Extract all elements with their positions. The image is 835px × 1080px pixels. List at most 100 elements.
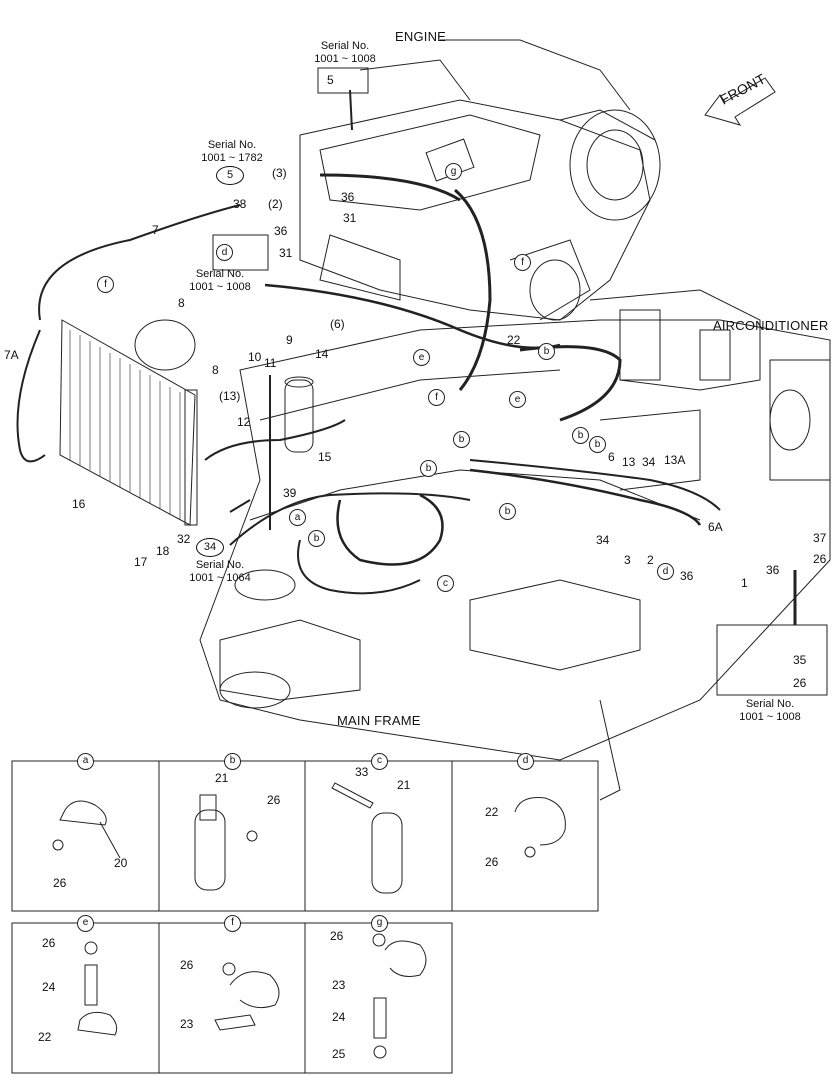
callout: 9 [286,333,293,347]
main-frame [199,319,831,761]
oval-callout-34: 34 [196,538,224,557]
engine-block [299,99,651,321]
reference-circle-e: e [509,391,526,408]
callout: 1 [741,576,748,590]
reference-circle-c: c [437,575,454,592]
panel-g-label: 26 [330,929,344,943]
serial-title: Serial No. [320,40,370,52]
callout: 38 [233,197,247,211]
reference-circle-b: b [499,503,516,520]
serial-title: Serial No. [195,268,245,280]
callout: 39 [283,486,297,500]
serial-title: Serial No. [207,139,257,151]
serial-note-right: Serial No. 1001 ~ 1008 [730,698,810,724]
callout: 26 [793,676,807,690]
serial-note-bottom: Serial No. 1001 ~ 1064 [180,559,260,585]
serial-range: 1001 ~ 1008 [314,53,376,65]
panel-f-header: f [224,915,241,932]
callout: 34 [642,455,656,469]
serial-range: 1001 ~ 1008 [189,281,251,293]
callout: 6 [608,450,615,464]
panel-c-label: 33 [355,765,369,779]
panel-b-label: 26 [267,793,281,807]
callout: 6A [708,520,723,534]
serial-note-top: Serial No. 1001 ~ 1008 [305,40,385,66]
callout: 36 [341,190,355,204]
callout: (2) [268,197,283,211]
oval-callout-5: 5 [216,166,244,185]
callout: 36 [766,563,780,577]
panel-e-label: 26 [42,936,56,950]
callout: 26 [813,552,827,566]
panel-f-label: 26 [180,958,194,972]
receiver-drier [284,379,314,453]
panel-c-header: c [371,753,388,770]
panel-e-label: 22 [38,1030,52,1044]
panel-e-label: 24 [42,980,56,994]
hose-12 [204,419,346,461]
serial-range: 1001 ~ 1008 [739,711,801,723]
callout: 32 [177,532,191,546]
reference-circle-a: a [289,509,306,526]
main-frame-heading: MAIN FRAME [337,713,421,728]
panel-d-header: d [517,753,534,770]
reference-circle-d: d [216,244,233,261]
callout: 34 [596,533,610,547]
reference-circle-b: b [572,427,589,444]
callout: (13) [219,389,241,403]
callout: 7A [4,348,19,362]
callout: 15 [318,450,332,464]
panel-d-label: 22 [485,805,499,819]
callout: 2 [647,553,654,567]
callout: 35 [793,653,807,667]
reference-circle-g: g [445,163,462,180]
serial-title: Serial No. [195,559,245,571]
panel-g-header: g [371,915,388,932]
engine-heading: ENGINE [395,29,447,44]
panel-e-header: e [77,915,94,932]
callout: 31 [279,246,293,260]
turbo-housing [569,109,661,221]
callout: 12 [237,415,251,429]
serial-note-left: Serial No. 1001 ~ 1008 [180,268,260,294]
callout: 11 [264,356,277,370]
reference-circle-b: b [589,436,606,453]
hose-7 [38,204,241,321]
callout: 36 [680,569,694,583]
callout: 3 [624,553,631,567]
hose-2 [469,459,721,511]
panel-g-label: 24 [332,1010,346,1024]
hose-3 [469,468,702,526]
reference-circle-e: e [413,349,430,366]
callout: (6) [330,317,345,331]
callout: 13 [622,455,636,469]
callout: 8 [178,296,185,310]
callout: 10 [248,350,262,364]
callout-box-5: 5 [327,73,334,87]
panel-a-label: 20 [114,856,128,870]
panel-a-header: a [77,753,94,770]
serial-range: 1001 ~ 1064 [189,572,251,584]
callout: 31 [343,211,357,225]
callout: 22 [507,333,521,347]
front-arrow [704,77,776,126]
reference-circle-f: f [428,389,445,406]
panel-c-label: 21 [397,778,411,792]
callout: 36 [274,224,288,238]
panel-a-label: 26 [53,876,67,890]
reference-circle-b: b [308,530,325,547]
reference-circle-b: b [453,431,470,448]
callout: (3) [272,166,287,180]
airconditioner-heading: AIRCONDITIONER [713,318,829,333]
hose-39 [229,492,471,546]
panel-f-label: 23 [180,1017,194,1031]
callout: 13A [664,453,686,467]
reference-circle-f: f [97,276,114,293]
callout: 18 [156,544,170,558]
panel-d-label: 26 [485,855,499,869]
reference-circle-b: b [538,343,555,360]
serial-note-mid: Serial No. 1001 ~ 1782 [192,139,272,165]
panel-b-label: 21 [215,771,229,785]
panel-g-label: 23 [332,978,346,992]
